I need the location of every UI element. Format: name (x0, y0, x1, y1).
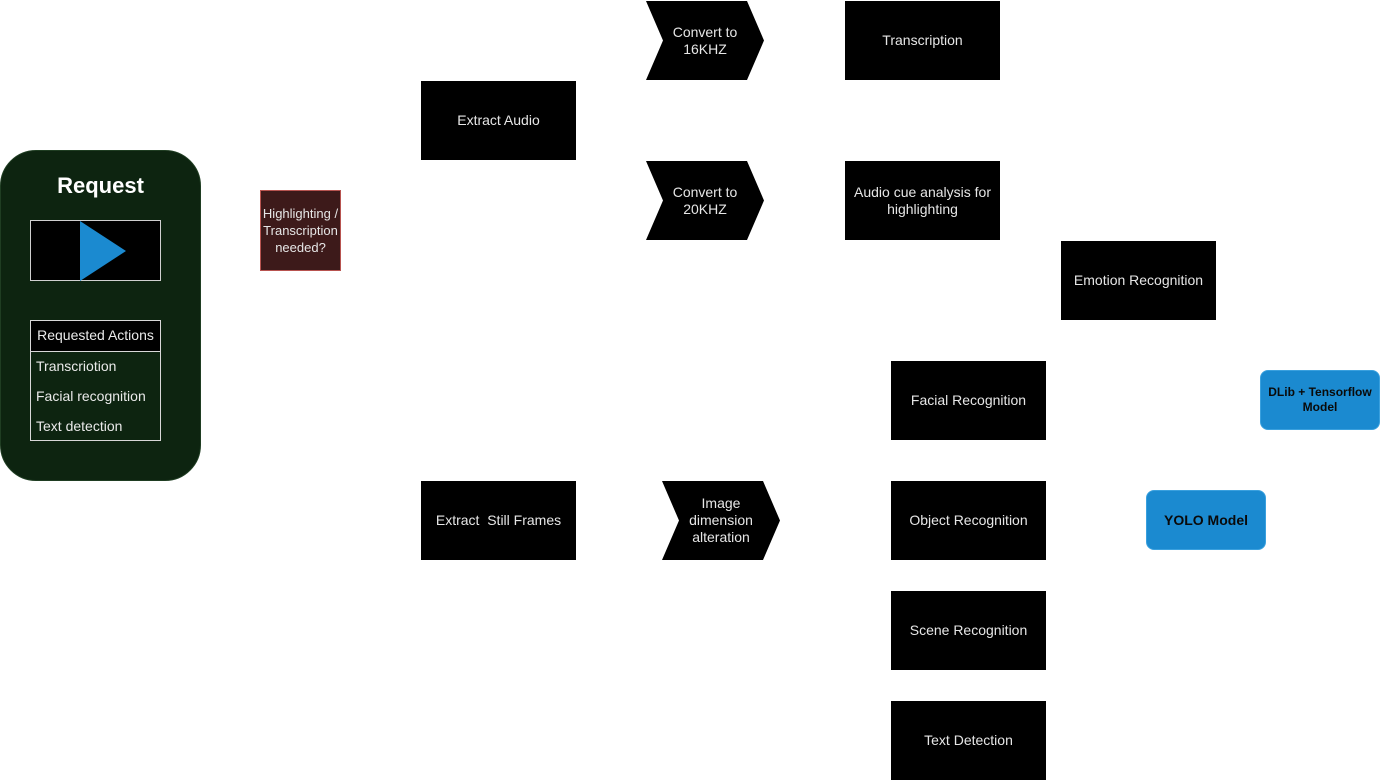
facial-recognition-node: Facial Recognition (891, 361, 1046, 440)
action-item-transcription: Transcriotion (36, 358, 117, 374)
action-item-facial-recognition: Facial recognition (36, 388, 146, 404)
audio-cue-analysis-label: Audio cue analysis for highlighting (854, 183, 991, 217)
text-detection-node: Text Detection (891, 701, 1046, 780)
play-icon[interactable] (80, 221, 126, 281)
scene-recognition-node: Scene Recognition (891, 591, 1046, 670)
extract-still-frames-label: Extract Still Frames (435, 512, 562, 528)
extract-audio-node: Extract Audio (421, 81, 576, 160)
convert-16khz-label: Convert to 16KHZ (672, 23, 738, 57)
requested-actions-header: Requested Actions (31, 321, 160, 352)
yolo-model-node: YOLO Model (1146, 490, 1266, 550)
dlib-tensorflow-model-node: DLib + Tensorflow Model (1260, 370, 1380, 430)
requested-actions-list: Requested Actions Transcriotion Facial r… (30, 320, 161, 441)
dlib-tensorflow-model-label: DLib + Tensorflow Model (1268, 385, 1372, 414)
yolo-model-label: YOLO Model (1164, 512, 1248, 528)
convert-16khz-node: Convert to 16KHZ (646, 1, 764, 80)
extract-audio-label: Extract Audio (457, 112, 540, 128)
convert-20khz-node: Convert to 20KHZ (646, 161, 764, 240)
request-title: Request (57, 173, 144, 198)
scene-recognition-label: Scene Recognition (909, 622, 1028, 638)
facial-recognition-label: Facial Recognition (910, 392, 1027, 408)
decision-node: Highlighting / Transcription needed? (260, 190, 341, 271)
action-item-text-detection: Text detection (36, 418, 123, 434)
transcription-node: Transcription (845, 1, 1000, 80)
image-dimension-alteration-node: Image dimension alteration (662, 481, 780, 560)
object-recognition-label: Object Recognition (909, 512, 1028, 528)
video-thumbnail[interactable] (30, 220, 161, 281)
emotion-recognition-node: Emotion Recognition (1061, 241, 1216, 320)
object-recognition-node: Object Recognition (891, 481, 1046, 560)
convert-20khz-label: Convert to 20KHZ (672, 183, 738, 217)
emotion-recognition-label: Emotion Recognition (1073, 272, 1204, 288)
text-detection-label: Text Detection (924, 732, 1013, 748)
transcription-label: Transcription (882, 32, 963, 48)
decision-label: Highlighting / Transcription needed? (262, 206, 339, 255)
audio-cue-analysis-node: Audio cue analysis for highlighting (845, 161, 1000, 240)
image-dimension-alteration-label: Image dimension alteration (689, 495, 753, 545)
extract-still-frames-node: Extract Still Frames (421, 481, 576, 560)
